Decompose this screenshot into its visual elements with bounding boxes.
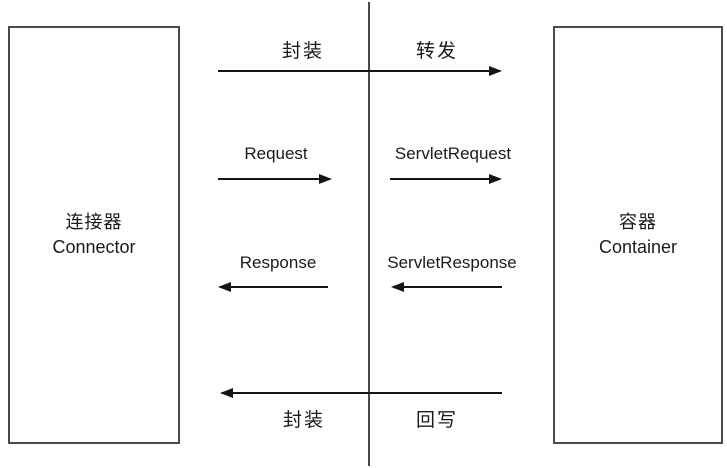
container-title-zh: 容器 xyxy=(619,212,657,232)
container-title-en: Container xyxy=(598,237,678,257)
arrow-encapsulate-forward xyxy=(218,70,500,72)
label-forward: 转发 xyxy=(415,41,459,62)
label-servlet-response: ServletResponse xyxy=(387,253,517,272)
arrow-servlet-response xyxy=(393,286,502,288)
label-servlet-request: ServletRequest xyxy=(394,144,512,163)
arrow-request xyxy=(218,178,330,180)
connector-box: 连接器 Connector xyxy=(8,26,180,444)
label-encapsulate-bottom: 封装 xyxy=(282,410,326,431)
arrow-response xyxy=(220,286,328,288)
arrow-servlet-request xyxy=(390,178,500,180)
container-box: 容器 Container xyxy=(553,26,723,444)
arrow-write-back xyxy=(222,392,502,394)
label-write-back: 回写 xyxy=(415,410,459,431)
label-response: Response xyxy=(239,253,317,272)
label-encapsulate-top: 封装 xyxy=(281,41,325,62)
label-request: Request xyxy=(244,144,308,163)
connector-title-zh: 连接器 xyxy=(65,212,123,232)
divider-line xyxy=(368,2,370,466)
connector-title-en: Connector xyxy=(52,237,136,257)
